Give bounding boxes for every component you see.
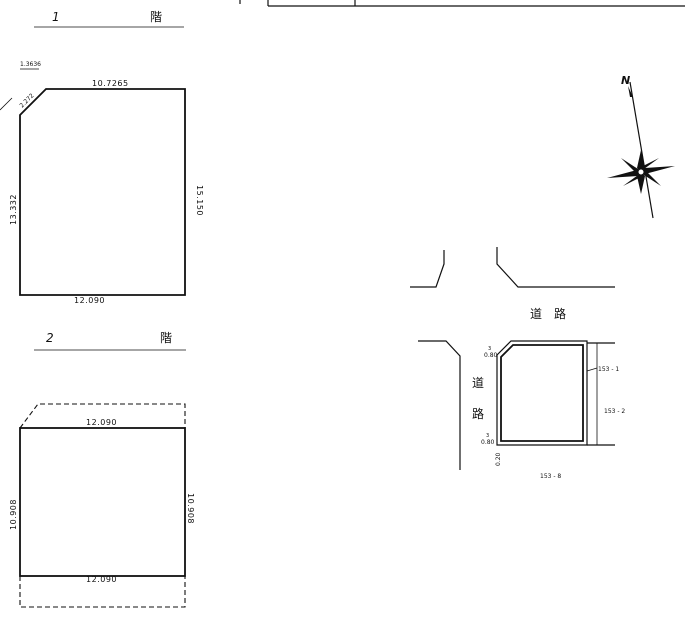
lot-153-2-label: 153 - 2 xyxy=(604,408,625,415)
road-top-label: 道 路 xyxy=(530,306,566,321)
floor1-dim-top: 10.7265 xyxy=(92,79,129,88)
setback-top-label: 0.80 xyxy=(484,352,498,359)
floor1-scale-label: 1.3636 xyxy=(20,61,41,68)
floor1-plan: 10.7265 2.272 13.332 15.150 12.090 xyxy=(0,79,204,305)
setback-top-mark: 3 xyxy=(488,346,491,352)
setback-bottom-label: 0.80 xyxy=(481,439,495,446)
site-lot xyxy=(496,340,598,446)
floor1-number: 1 xyxy=(52,10,60,24)
site-labels: 道 路 道 路 153 - 1 153 - 2 153 - 8 0.80 3 0… xyxy=(472,306,625,480)
floor2-heading: 2 階 xyxy=(34,330,186,351)
floor1-dim-left: 13.332 xyxy=(9,194,18,225)
header-frame xyxy=(239,0,685,7)
floor1-dim-bottom: 12.090 xyxy=(74,296,105,305)
floor2-dim-top: 12.090 xyxy=(86,418,117,427)
floor1-kanji: 階 xyxy=(150,9,162,24)
setback-bottom-mark: 3 xyxy=(486,433,489,439)
floor2-kanji: 階 xyxy=(160,330,172,345)
floor2-number: 2 xyxy=(46,331,54,345)
compass-rose: N xyxy=(607,74,675,219)
floor2-dim-right: 10.908 xyxy=(186,493,195,524)
compass-n-label: N xyxy=(621,74,630,87)
road-left-label-2: 路 xyxy=(472,406,484,421)
floor1-heading: 1 階 xyxy=(34,9,184,28)
site-map-roads xyxy=(410,247,615,470)
road-left-label-1: 道 xyxy=(472,376,484,390)
floor1-dim-right: 15.150 xyxy=(195,185,204,216)
floor2-plan: 12.090 10.908 10.908 12.090 xyxy=(9,403,195,608)
setback-side-label: 0.20 xyxy=(495,452,502,466)
floor2-dim-left: 10.908 xyxy=(9,499,18,530)
lot-153-1-label: 153 - 1 xyxy=(598,366,619,373)
floor2-dim-bottom: 12.090 xyxy=(86,575,117,584)
lot-153-8-label: 153 - 8 xyxy=(540,473,561,480)
floor1-scale-bar: 1.3636 xyxy=(20,61,41,70)
